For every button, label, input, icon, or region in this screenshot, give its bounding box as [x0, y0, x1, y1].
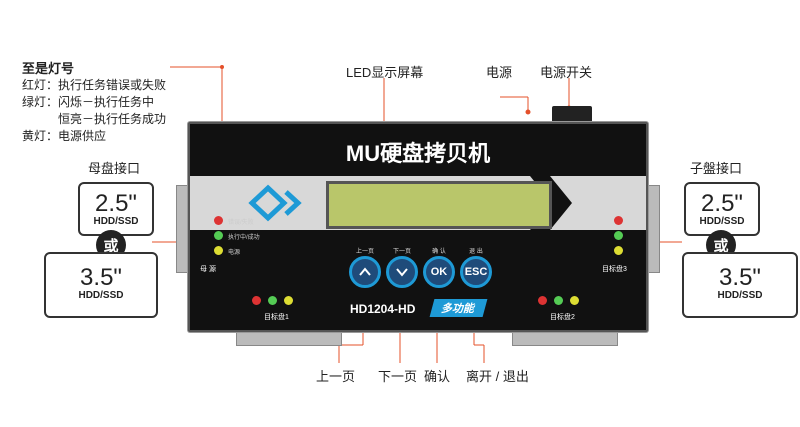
- btn-ok-caption: 确 认: [432, 249, 446, 255]
- down-callout: 下一页: [378, 369, 418, 384]
- led-red-master: [214, 216, 223, 225]
- model-label: HD1204-HD: [350, 302, 416, 316]
- btn-esc-caption: 退 出: [469, 249, 483, 255]
- legend-green-steady: 恒亮－执行任务成功: [58, 112, 167, 126]
- target1-slot-label: 目标盘1: [264, 314, 289, 321]
- ok-button[interactable]: OK: [423, 256, 455, 288]
- hdd-size: 2.5": [95, 190, 137, 217]
- power-switch[interactable]: [552, 106, 592, 124]
- hdd-25-left: 2.5" HDD/SSD: [78, 182, 154, 236]
- led-yellow-master: [214, 246, 223, 255]
- led-red-target2: [538, 296, 547, 305]
- led-yellow-target3: [614, 246, 623, 255]
- hdd-size: 3.5": [80, 264, 122, 291]
- esc-callout: 离开 / 退出: [466, 369, 529, 384]
- btn-up-caption: 上一页: [355, 249, 374, 255]
- led-green-master: [214, 231, 223, 240]
- confirm-callout: 确认: [424, 369, 451, 384]
- hdd-size: 2.5": [701, 190, 743, 217]
- up-button[interactable]: [349, 256, 381, 288]
- hdd-size: 3.5": [719, 264, 761, 291]
- legend-yellow: 黄灯：电源供应: [22, 129, 107, 143]
- hdd-type: HDD/SSD: [78, 290, 124, 301]
- master-slot-label: 母 源: [200, 266, 216, 273]
- led-red-target1: [252, 296, 261, 305]
- esc-button[interactable]: ESC: [460, 256, 492, 288]
- power-switch-callout: 电源开关: [540, 65, 593, 80]
- multifunction-badge: 多功能: [429, 299, 488, 317]
- hdd-35-left: 3.5" HDD/SSD: [44, 252, 158, 318]
- child-port-label: 子盤接口: [690, 161, 743, 176]
- chevron-down-icon: [396, 268, 408, 277]
- chevron-up-icon: [359, 267, 371, 276]
- led-green-target3: [614, 231, 623, 240]
- hdd-type: HDD/SSD: [93, 216, 139, 227]
- legend-title: 至是灯号: [22, 61, 75, 76]
- legend-green: 绿灯：闪烁－执行任务中: [22, 95, 155, 109]
- down-button[interactable]: [386, 256, 418, 288]
- legend-red: 红灯：执行任务错误或失败: [22, 78, 167, 92]
- led-run-label: 执行中/成功: [228, 235, 260, 241]
- target3-slot-label: 目标盘3: [602, 266, 627, 273]
- hdd-type: HDD/SSD: [717, 290, 763, 301]
- led-pwr-label: 电源: [228, 250, 241, 256]
- led-green-target2: [554, 296, 563, 305]
- btn-down-caption: 下一页: [392, 249, 411, 255]
- led-green-target1: [268, 296, 277, 305]
- lcd-screen: [326, 181, 552, 229]
- power-callout: 电源: [486, 65, 513, 80]
- duplicator-device: MU硬盘拷贝机 错误/失败 执行中/成功 电源 母 源 目标盘3 目标盘1 目标…: [188, 122, 648, 332]
- hdd-type: HDD/SSD: [699, 216, 745, 227]
- device-title: MU硬盘拷贝机: [345, 141, 491, 166]
- target2-slot-label: 目标盘2: [550, 314, 575, 321]
- lcd-callout: LED显示屏幕: [346, 65, 424, 80]
- hdd-25-right: 2.5" HDD/SSD: [684, 182, 760, 236]
- led-yellow-target2: [570, 296, 579, 305]
- led-legend: 至是灯号 红灯：执行任务错误或失败 绿灯：闪烁－执行任务中 恒亮－执行任务成功 …: [22, 58, 166, 145]
- led-red-target3: [614, 216, 623, 225]
- up-callout: 上一页: [316, 369, 356, 384]
- hdd-35-right: 3.5" HDD/SSD: [682, 252, 798, 318]
- led-yellow-target1: [284, 296, 293, 305]
- master-port-label: 母盘接口: [88, 161, 141, 176]
- led-err-label: 错误/失败: [228, 220, 254, 226]
